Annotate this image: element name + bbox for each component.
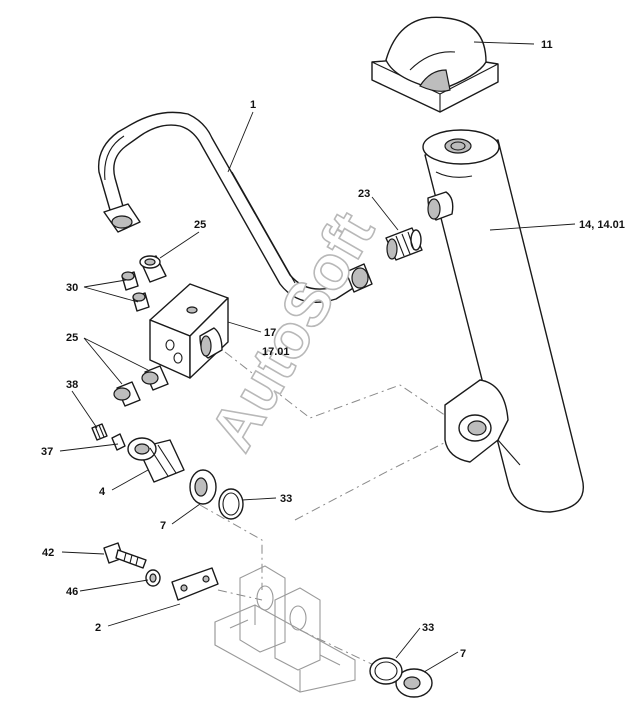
- plug-25-lower-parts: [113, 365, 169, 407]
- callout-7-lower: 7: [460, 648, 466, 660]
- plug-30-parts: [121, 271, 150, 312]
- fitting-23-part: [385, 227, 423, 261]
- oring-33-lower-part: [369, 657, 403, 685]
- oring-33-upper-part: [218, 488, 244, 520]
- callout-25-top: 25: [194, 219, 206, 231]
- callout-7-upper: 7: [160, 520, 166, 532]
- washer-46-part: [145, 569, 161, 587]
- plate-2-part: [171, 567, 219, 601]
- base-bracket-part: [214, 565, 356, 693]
- callout-14: 14, 14.01: [579, 219, 625, 231]
- callout-25-lower: 25: [66, 332, 78, 344]
- callout-42: 42: [42, 547, 54, 559]
- callout-17: 17: [264, 327, 276, 339]
- callout-46: 46: [66, 586, 78, 598]
- nipple-37-part: [111, 433, 126, 451]
- screw-38-part: [91, 423, 108, 441]
- callout-37: 37: [41, 446, 53, 458]
- bolt-42-part: [103, 542, 147, 569]
- washer-7-lower-part: [395, 668, 433, 698]
- callout-30: 30: [66, 282, 78, 294]
- callout-23: 23: [358, 188, 370, 200]
- distribution-block-part: [149, 283, 229, 379]
- bent-tube-part: [97, 111, 373, 303]
- callout-17-01: 17.01: [262, 346, 290, 358]
- plug-25-top-part: [139, 255, 167, 283]
- leader-lines: [59, 41, 576, 673]
- pin-bolt-4-part: [127, 437, 185, 483]
- hydraulic-cylinder-part: [422, 129, 584, 513]
- dome-bumper-part: [371, 16, 499, 113]
- callout-38: 38: [66, 379, 78, 391]
- callout-33-lower: 33: [422, 622, 434, 634]
- callout-labels: 11 1 23 14, 14.01 25 30 17 17.01 25 38 3…: [41, 39, 625, 660]
- callout-11: 11: [541, 39, 553, 51]
- callout-4: 4: [99, 486, 106, 498]
- callout-33-upper: 33: [280, 493, 292, 505]
- washer-7-upper-part: [189, 469, 217, 505]
- callout-1: 1: [250, 99, 256, 111]
- callout-2: 2: [95, 622, 101, 634]
